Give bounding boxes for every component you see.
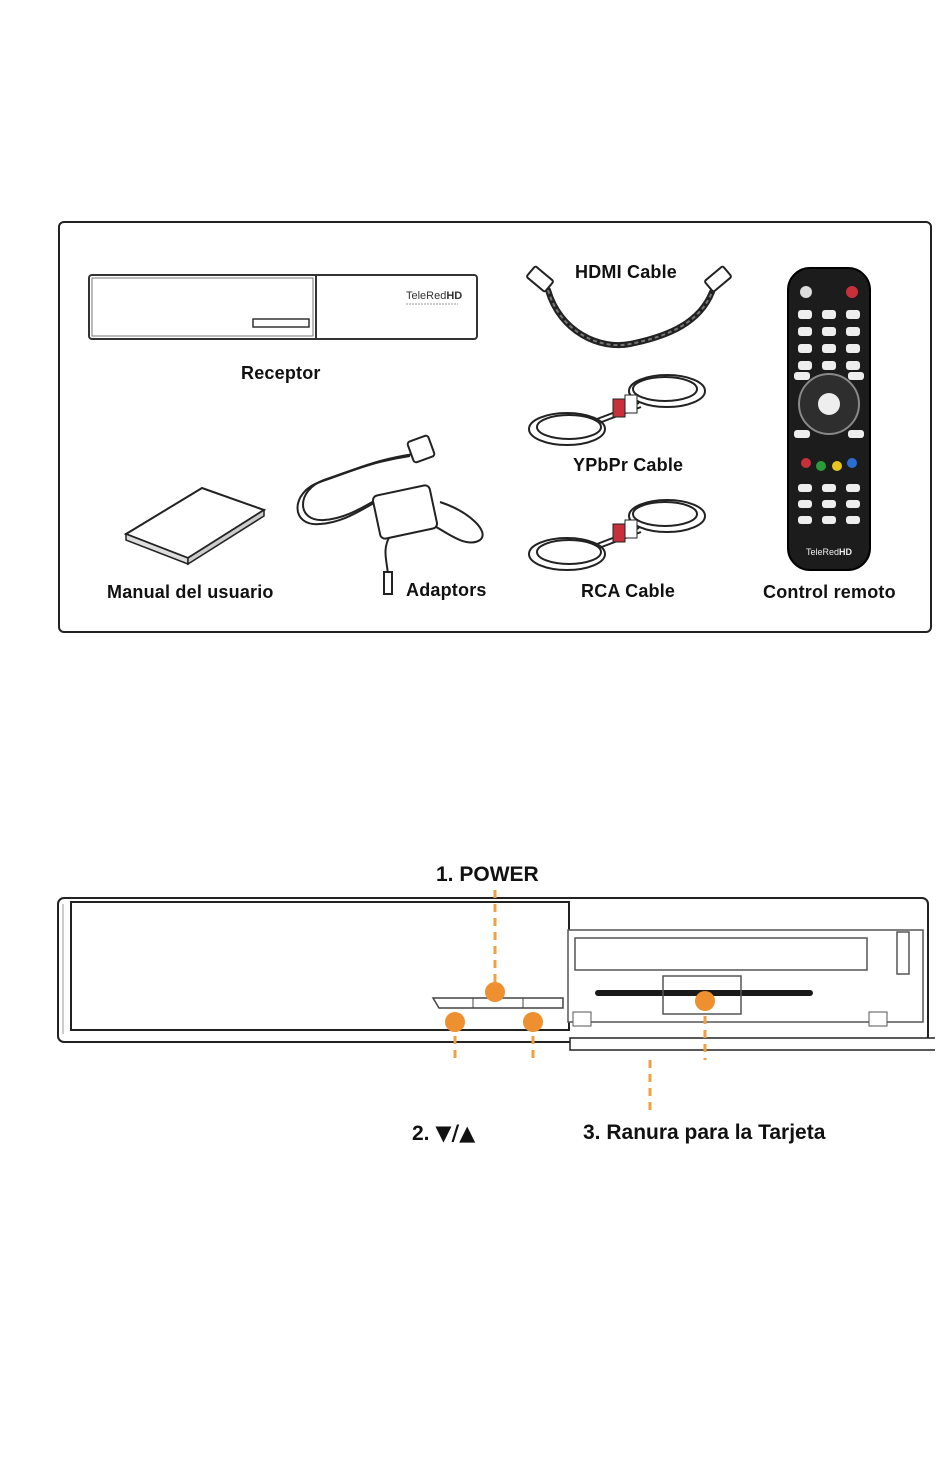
- svg-text:TeleRedHD: TeleRedHD: [406, 290, 462, 302]
- front-panel-callout-lines-bottom: [640, 1058, 660, 1118]
- ypbpr-cable-illustration: [527, 363, 709, 455]
- power-button-callout: 1. POWER: [436, 863, 539, 887]
- remote-brand-suffix: HD: [839, 547, 852, 557]
- rca-cable-label: RCA Cable: [581, 581, 675, 602]
- user-manual-illustration: [120, 484, 270, 566]
- card-slot-callout: 3. Ranura para la Tarjeta: [583, 1121, 825, 1145]
- receptor-label: Receptor: [241, 363, 321, 384]
- remote-control-illustration: TeleRedHD: [786, 266, 872, 574]
- remote-brand: TeleRed: [806, 547, 839, 557]
- power-adaptor-illustration: [290, 432, 495, 597]
- arrow-buttons-callout: 2. ▼/▲: [412, 1121, 475, 1146]
- ypbpr-cable-label: YPbPr Cable: [573, 455, 683, 476]
- arrow-buttons-number: 2.: [412, 1122, 435, 1145]
- receptor-illustration: TeleRedHD: [88, 273, 480, 343]
- receptor-brand: TeleRed: [406, 290, 446, 302]
- remote-control-label: Control remoto: [763, 582, 896, 603]
- user-manual-label: Manual del usuario: [107, 582, 274, 603]
- arrow-buttons-symbols: ▼/▲: [435, 1121, 475, 1145]
- svg-text:TeleRedHD: TeleRedHD: [806, 547, 853, 557]
- receptor-brand-suffix: HD: [446, 290, 462, 302]
- adaptors-label: Adaptors: [406, 580, 487, 601]
- hdmi-cable-label: HDMI Cable: [575, 262, 677, 283]
- rca-cable-illustration: [527, 488, 709, 580]
- front-panel-diagram: [55, 890, 935, 1060]
